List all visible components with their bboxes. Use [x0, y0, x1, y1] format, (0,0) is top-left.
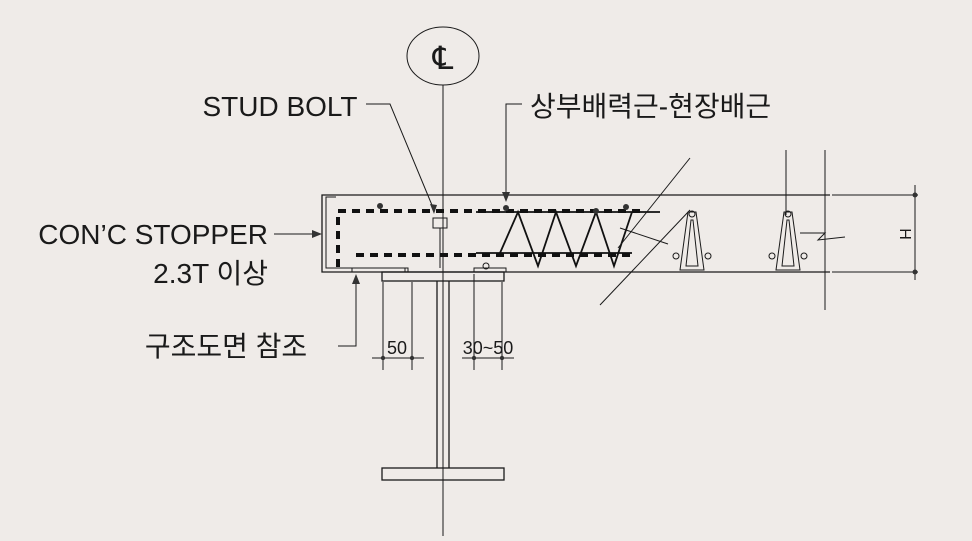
top-rebar-leader [505, 103, 522, 196]
stopper-label-line1: CON’C STOPPER [38, 219, 268, 250]
break-diagonal-lower [599, 209, 691, 306]
deck-plate-right [473, 267, 507, 273]
height-dim-tick-bottom [912, 269, 918, 275]
stopper-label-line2: 2.3T 이상 [153, 258, 268, 289]
stopper-arrowhead [312, 230, 322, 238]
stopper-point [377, 203, 383, 209]
beam-top-flange [381, 271, 505, 282]
break-diagonal-upper [617, 157, 691, 249]
height-dim-tick-top [912, 192, 918, 198]
dim-50-label: 50 [387, 338, 407, 358]
truss-section-1 [672, 210, 712, 271]
top-rebar-dashed [336, 209, 640, 268]
truss-joint-end [623, 204, 629, 210]
dim-50-tick-right [409, 355, 415, 361]
top-rebar-point [503, 205, 509, 211]
deck-plate-left [351, 267, 409, 273]
top-rebar-label: 상부배력근-현장배근 [530, 91, 771, 122]
stud-bolt-arrowhead [430, 204, 437, 214]
structural-ref-arrowhead [352, 274, 360, 284]
structural-ref-leader [338, 282, 357, 347]
break-line [800, 232, 846, 241]
stud-bolt-leader [366, 103, 435, 211]
dim-30-50-label: 30~50 [463, 338, 514, 358]
dim-30-50-tick-right [499, 355, 505, 361]
height-label: H [896, 228, 913, 240]
beam-bottom-flange [381, 467, 505, 481]
stud-bolt-label: STUD BOLT [202, 91, 357, 122]
dim-30-50-tick-left [471, 355, 477, 361]
truss-section-2 [768, 210, 808, 271]
stud-bolt-head [432, 217, 448, 229]
dim-50-tick-left [380, 355, 386, 361]
concrete-stopper [325, 196, 406, 272]
structural-ref-label: 구조도면 참조 [145, 331, 307, 362]
truss-joint [593, 208, 599, 214]
truss-lattice [499, 209, 633, 269]
slab-outline [321, 194, 830, 273]
bottom-point [482, 262, 490, 270]
centerline-symbol: ℄ [432, 40, 454, 76]
top-rebar-arrowhead [502, 192, 510, 202]
break-connector [619, 227, 669, 245]
